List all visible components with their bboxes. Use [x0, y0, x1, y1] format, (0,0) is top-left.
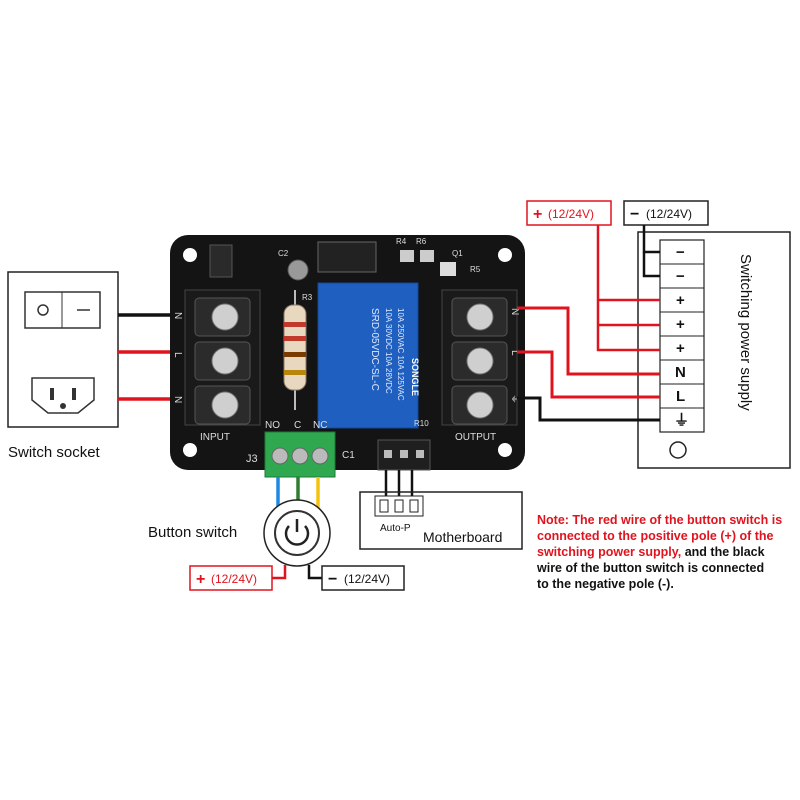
note-line-3: switching power supply, and the black: [537, 545, 765, 559]
plus-icon: +: [196, 571, 205, 588]
relay-body: [317, 282, 419, 429]
input-pin-1: N: [172, 312, 183, 319]
note-line-2: connected to the positive pole (+) of th…: [537, 529, 774, 543]
relay-text-1: 10A 250VAC 10A 125VAC: [396, 308, 405, 401]
psu-terminal-4: +: [676, 316, 685, 333]
r4-label: R4: [396, 237, 407, 246]
screw-icon: [211, 347, 239, 375]
screw-icon: [211, 303, 239, 331]
plus-icon: +: [533, 206, 542, 223]
note-line-3-red: switching power supply,: [537, 545, 681, 559]
button-positive-label: (12/24V): [211, 572, 257, 586]
relay-brand: SONGLE: [410, 358, 420, 396]
switching-power-supply: Switching power supply − − + + + N L ⏚: [637, 231, 791, 469]
psu-top-labels: + (12/24V) − (12/24V): [526, 200, 709, 226]
minus-icon: −: [630, 206, 639, 223]
output-terminal-block: N L ⏚ OUTPUT: [441, 289, 521, 443]
auto-p-label: Auto-P: [380, 523, 411, 534]
screw-icon: [466, 303, 494, 331]
j3-pin-nc: NC: [313, 420, 327, 431]
psu-terminal-1: −: [676, 244, 685, 261]
psu-positive-label: (12/24V): [548, 207, 594, 221]
resistor-r3: [283, 290, 307, 410]
r10-label: R10: [414, 419, 429, 428]
relay: 10A 250VAC 10A 125VAC 10A 30VDC 10A 28VD…: [317, 282, 420, 429]
c2-label: C2: [278, 249, 289, 258]
minus-icon: −: [328, 571, 337, 588]
psu-negative-label: (12/24V): [646, 207, 692, 221]
input-label: INPUT: [200, 432, 230, 443]
j3-label: J3: [246, 453, 258, 465]
power-module-board: C2 R4 R6 Q1 R5 R3 10A 250VAC 10A 125VAC …: [170, 235, 525, 478]
psu-title: Switching power supply: [737, 254, 754, 411]
psu-terminal-3: +: [676, 292, 685, 309]
j3-pin-no: NO: [265, 420, 280, 431]
power-outlet-icon: [31, 377, 95, 414]
r6-label: R6: [416, 237, 427, 246]
power-icon: [284, 525, 310, 546]
j3-pin-c: C: [294, 420, 301, 431]
note-line-1: Note: The red wire of the button switch …: [537, 513, 782, 527]
auto-p-jumper: Auto-P: [374, 470, 424, 534]
r3-label: R3: [302, 293, 313, 302]
wire-black-output-ground: [517, 396, 660, 422]
psu-terminal-2: −: [676, 268, 685, 285]
note-line-4: wire of the button switch is connected: [536, 561, 764, 575]
switch-socket-label: Switch socket: [8, 444, 101, 461]
wiring-note: Note: The red wire of the button switch …: [536, 513, 782, 591]
button-switch: [263, 499, 331, 567]
q1-label: Q1: [452, 249, 463, 258]
r5-label: R5: [470, 265, 481, 274]
off-symbol-icon: [37, 304, 49, 316]
switch-socket: [7, 271, 119, 428]
output-pin-3: ⏚: [509, 394, 521, 404]
psu-terminal-7: L: [676, 388, 685, 405]
button-negative-terminal: − (12/24V): [321, 565, 405, 591]
button-positive-terminal: + (12/24V): [189, 565, 273, 591]
button-terminal-wires: [272, 565, 322, 580]
regulator-chip: [317, 241, 377, 273]
output-pin-2: L: [509, 350, 520, 356]
note-line-5: to the negative pole (-).: [537, 577, 674, 591]
psu-wires: [517, 225, 660, 422]
wire-red-output-n: [517, 306, 660, 376]
output-label: OUTPUT: [455, 432, 496, 443]
psu-terminal-8: ⏚: [674, 412, 689, 429]
button-wires: [276, 477, 320, 510]
screw-icon: [466, 391, 494, 419]
j3-terminal: NO C NC J3 C1: [246, 420, 355, 478]
input-terminal-block: N L N INPUT: [172, 289, 261, 443]
screw-icon: [211, 391, 239, 419]
wire-red-output-l: [517, 350, 660, 399]
motherboard-label: Motherboard: [423, 529, 502, 545]
button-negative-label: (12/24V): [344, 572, 390, 586]
relay-text-2: 10A 30VDC 10A 28VDC: [384, 308, 393, 394]
output-pin-1: N: [509, 308, 520, 315]
c1-label: C1: [342, 450, 355, 461]
button-switch-label: Button switch: [148, 524, 237, 541]
psu-terminal-6: N: [675, 364, 686, 381]
input-pin-3: N: [172, 396, 183, 403]
note-line-3-black: and the black: [681, 545, 764, 559]
psu-terminal-5: +: [676, 340, 685, 357]
input-pin-2: L: [172, 352, 183, 358]
motherboard-box: Motherboard: [359, 491, 523, 550]
screw-icon: [466, 347, 494, 375]
relay-model: SRD-05VDC-SL-C: [369, 308, 380, 391]
capacitor-c2: [287, 259, 309, 281]
auto-p-header: R10: [377, 419, 431, 471]
